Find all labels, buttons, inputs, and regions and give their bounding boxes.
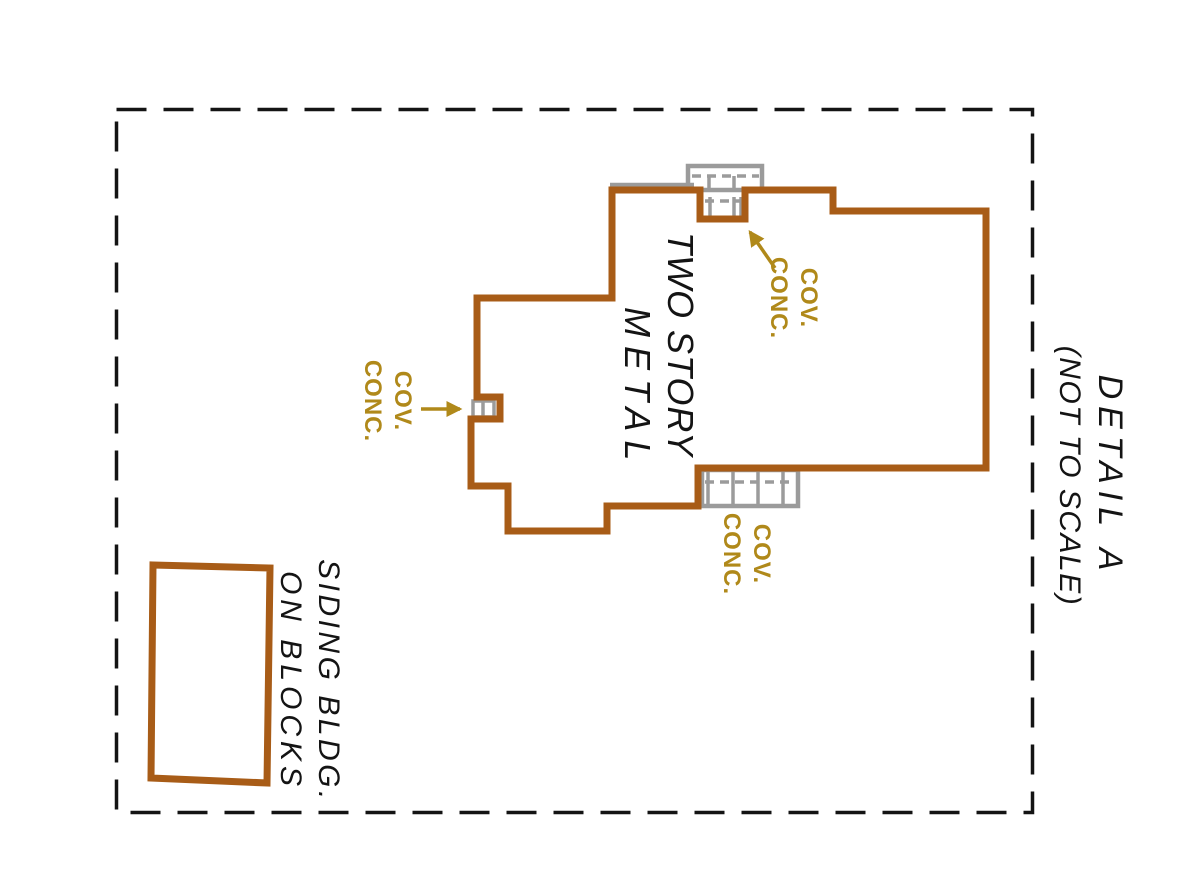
building-label-line1: TWO STORY	[660, 232, 701, 457]
annotation-line: CONC.	[718, 512, 745, 596]
annotation-cov-conc-top: COV. CONC.	[763, 256, 823, 340]
concrete-steps-bottom	[699, 467, 801, 509]
siding-label-line1: SIDING BLDG.	[312, 559, 345, 803]
annotation-line: CONC.	[359, 359, 386, 443]
building-label-line2: METAL	[617, 307, 658, 470]
annotation-line: COV.	[389, 370, 416, 432]
siding-label: SIDING BLDG. ON BLOCKS	[272, 559, 347, 803]
annotation-line: COV.	[795, 267, 822, 329]
detail-title-block: DETAIL A (NOT TO SCALE)	[1049, 339, 1131, 613]
annotation-cov-conc-bottom: COV. CONC.	[716, 511, 776, 597]
annotation-line: CONC.	[765, 256, 792, 340]
building-outline	[467, 186, 990, 535]
concrete-stoop-left	[471, 399, 496, 419]
detail-boundary-dashed-border	[114, 107, 1035, 815]
leader-arrow-top-steps	[748, 230, 777, 269]
siding-label-line2: ON BLOCKS	[274, 570, 307, 792]
detail-title: DETAIL A	[1091, 374, 1129, 578]
annotation-line: COV.	[748, 523, 775, 585]
annotation-cov-conc-left: COV. CONC.	[357, 356, 417, 446]
siding-building-outline	[147, 561, 274, 787]
detail-subtitle: (NOT TO SCALE)	[1053, 345, 1086, 607]
